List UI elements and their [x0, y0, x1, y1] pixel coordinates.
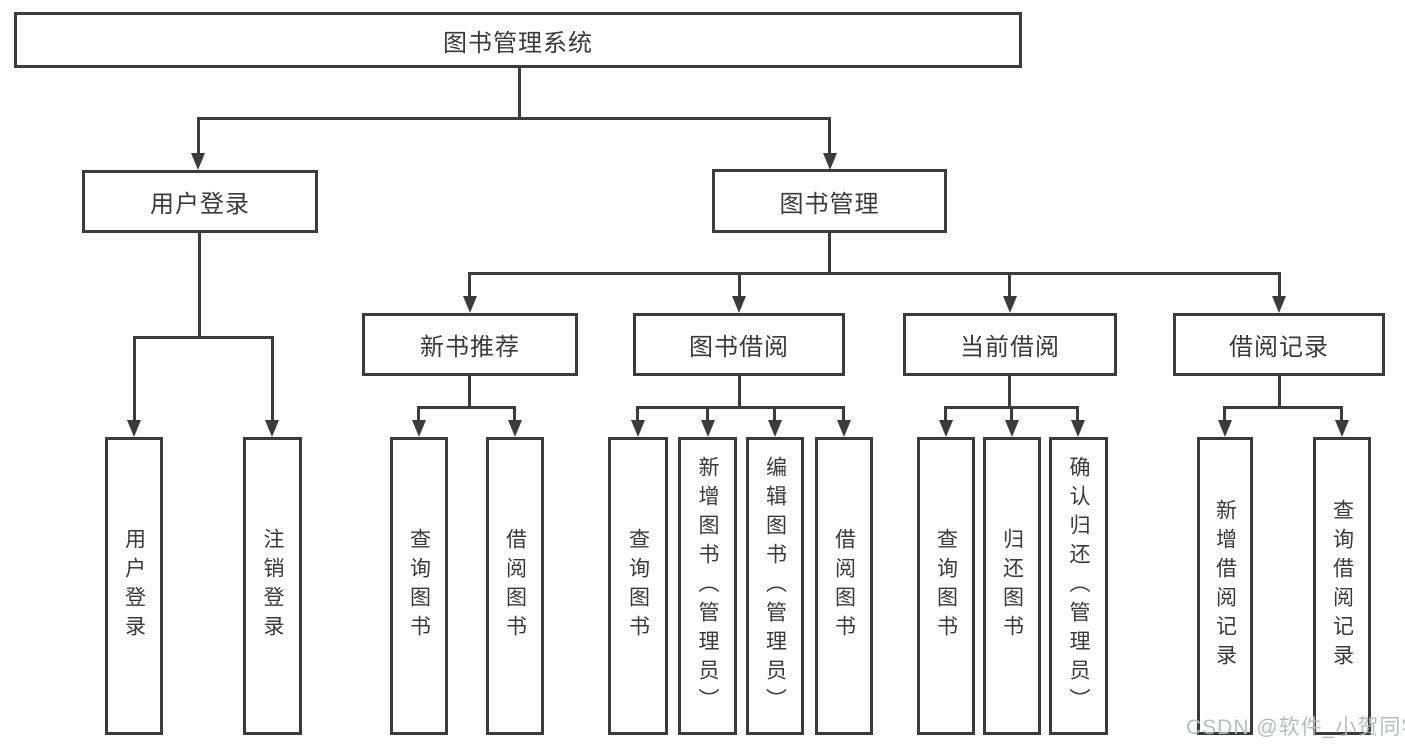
leaf-cb-confirm-return-admin-label: 确认归还（管理员） [1067, 455, 1090, 717]
connector-login-stem [198, 231, 201, 339]
leaf-bb-add-books-admin-label: 新增图书（管理员） [696, 455, 719, 717]
arrow-down-icon [701, 420, 715, 437]
leaf-nb-query-books-label: 查询图书 [407, 528, 431, 644]
connector-login-leaf-drop [133, 336, 136, 424]
arrow-down-icon [732, 296, 746, 313]
connector-group1-bar [417, 406, 516, 409]
arrow-down-icon [837, 420, 851, 437]
leaf-br-add-record-label: 新增借阅记录 [1213, 499, 1237, 673]
leaf-nb-borrow-books: 借阅图书 [486, 437, 544, 735]
leaf-bb-query-books-label: 查询图书 [626, 528, 650, 644]
leaf-nb-query-books: 查询图书 [390, 437, 448, 735]
arrow-down-icon [412, 420, 426, 437]
leaf-bb-borrow-books-label: 借阅图书 [832, 528, 856, 644]
node-user-login-branch: 用户登录 [82, 170, 318, 233]
arrow-down-icon [1272, 296, 1286, 313]
connector-level1-bar [197, 117, 830, 120]
arrow-down-icon [1005, 420, 1019, 437]
connector-group-drop [468, 272, 471, 300]
connector-leaf-drop [417, 406, 420, 424]
arrow-down-icon [768, 420, 782, 437]
node-user-login-label: 用户登录 [150, 191, 250, 218]
connector-group4-bar [1223, 406, 1343, 409]
leaf-user-login-label: 用户登录 [122, 528, 146, 644]
connector-group2-stem [738, 374, 741, 409]
leaf-br-query-record: 查询借阅记录 [1313, 437, 1371, 735]
connector-login-bar [133, 336, 273, 339]
node-book-mgmt-label: 图书管理 [779, 190, 880, 218]
node-book-borrow: 图书借阅 [633, 313, 845, 376]
connector-mgmt-stem [828, 231, 831, 275]
leaf-bb-edit-books-admin: 编辑图书（管理员） [746, 437, 804, 735]
connector-leaf-drop [1010, 406, 1013, 424]
leaf-bb-add-books-admin: 新增图书（管理员） [678, 437, 737, 735]
connector-group-drop [1008, 272, 1011, 300]
csdn-watermark: CSDN @软件_小贺同学 [1186, 716, 1405, 739]
connector-leaf-drop [513, 406, 516, 424]
arrow-down-icon [1218, 420, 1232, 437]
leaf-bb-edit-books-admin-label: 编辑图书（管理员） [763, 455, 787, 717]
arrow-down-icon [1071, 420, 1085, 437]
leaf-logout-label: 注销登录 [261, 528, 284, 644]
leaf-logout: 注销登录 [243, 437, 302, 735]
node-new-book-recommend: 新书推荐 [362, 313, 578, 376]
leaf-cb-query-books: 查询图书 [917, 437, 975, 735]
connector-level2-bar [468, 272, 1280, 275]
connector-leaf-drop [636, 406, 639, 424]
connector-leaf-drop [944, 406, 947, 424]
leaf-cb-return-books-label: 归还图书 [1000, 528, 1024, 644]
node-current-borrow-label: 当前借阅 [960, 334, 1060, 361]
connector-mgmt-drop [828, 117, 831, 159]
leaf-nb-borrow-books-label: 借阅图书 [503, 528, 527, 644]
connector-group2-bar [636, 406, 844, 409]
arrow-down-icon [1335, 420, 1349, 437]
node-book-borrow-label: 图书借阅 [689, 334, 789, 361]
connector-leaf-drop [842, 406, 845, 424]
connector-leaf-drop [773, 406, 776, 424]
connector-group-drop [738, 272, 741, 300]
connector-group3-stem [1008, 374, 1011, 409]
arrow-down-icon [823, 153, 837, 170]
node-root-label: 图书管理系统 [443, 29, 593, 57]
arrow-down-icon [1003, 296, 1017, 313]
connector-leaf-drop [1340, 406, 1343, 424]
node-current-borrow: 当前借阅 [903, 313, 1117, 376]
connector-leaf-drop [1223, 406, 1226, 424]
arrow-down-icon [508, 420, 522, 437]
leaf-bb-borrow-books: 借阅图书 [815, 437, 873, 735]
leaf-br-query-record-label: 查询借阅记录 [1330, 499, 1354, 673]
connector-group-drop [1278, 272, 1281, 300]
node-borrow-records: 借阅记录 [1173, 313, 1385, 376]
arrow-down-icon [463, 296, 477, 313]
connector-login-drop [197, 117, 200, 159]
leaf-cb-query-books-label: 查询图书 [934, 528, 958, 644]
leaf-bb-query-books: 查询图书 [608, 437, 668, 735]
leaf-cb-return-books: 归还图书 [983, 437, 1041, 735]
leaf-cb-confirm-return-admin: 确认归还（管理员） [1049, 437, 1108, 735]
connector-login-leaf-drop [271, 336, 274, 424]
connector-group1-stem [468, 374, 471, 409]
node-root-library-system: 图书管理系统 [14, 12, 1022, 68]
arrow-down-icon [127, 420, 141, 437]
connector-group4-stem [1278, 374, 1281, 409]
arrow-down-icon [939, 420, 953, 437]
node-book-mgmt-branch: 图书管理 [712, 169, 947, 233]
node-borrow-records-label: 借阅记录 [1229, 334, 1329, 361]
leaf-br-add-record: 新增借阅记录 [1197, 437, 1253, 735]
arrow-down-icon [191, 153, 205, 170]
connector-root-stem [518, 66, 521, 120]
leaf-user-login: 用户登录 [105, 437, 163, 735]
node-new-book-recommend-label: 新书推荐 [420, 334, 520, 361]
connector-leaf-drop [706, 406, 709, 424]
arrow-down-icon [631, 420, 645, 437]
connector-leaf-drop [1076, 406, 1079, 424]
arrow-down-icon [265, 420, 279, 437]
